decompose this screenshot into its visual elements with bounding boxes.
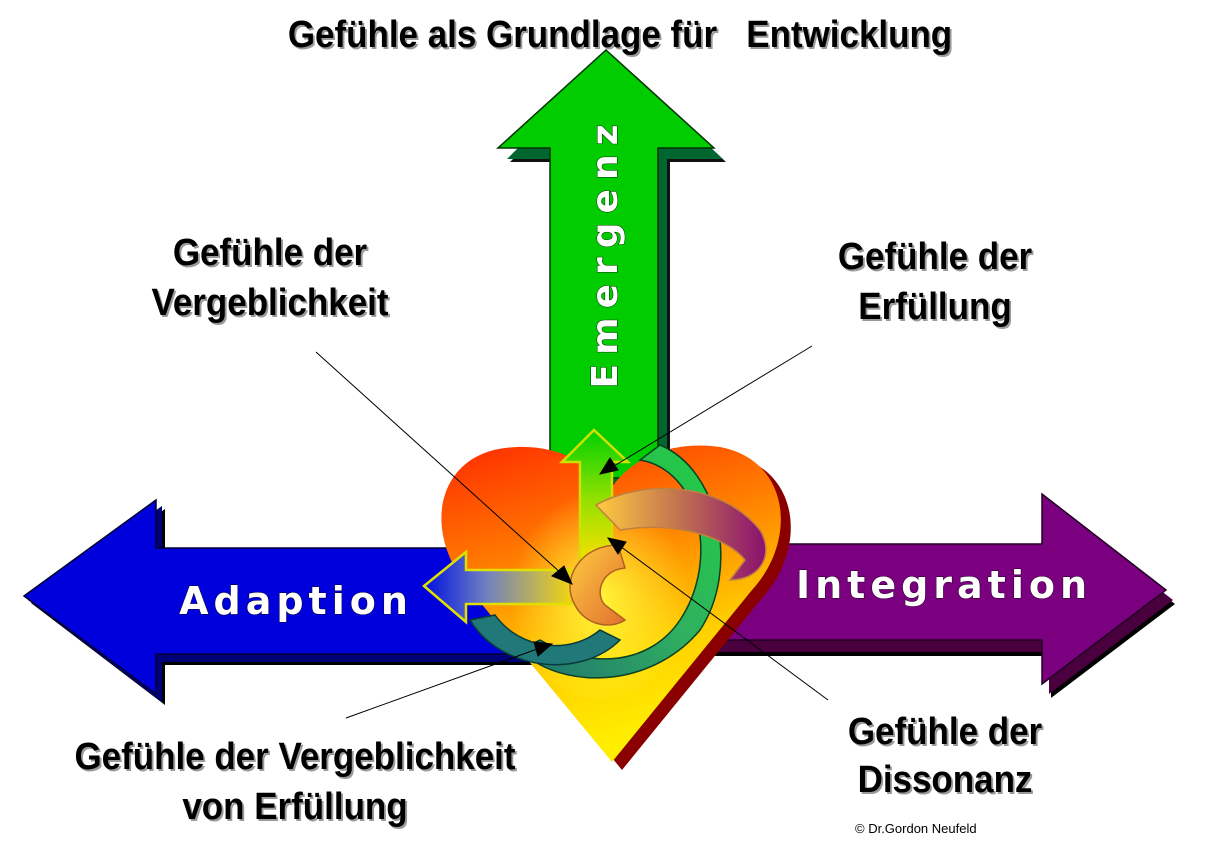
leader-lines: [315, 345, 829, 719]
label-fulfilment-line2: Erfüllung: [858, 286, 1012, 328]
heart-icon: [441, 445, 791, 770]
label-futility-line1: Gefühle der: [172, 232, 368, 274]
label-futility: Gefühle der Vergeblichkeit: [132, 228, 408, 328]
label-fulfilment-line1: Gefühle der: [837, 236, 1033, 278]
label-dissonance: Gefühle der Dissonanz: [812, 708, 1079, 804]
label-futility-of-fulfilment-line1: Gefühle der Vergeblichkeit: [74, 736, 516, 778]
label-fulfilment: Gefühle der Erfüllung: [802, 232, 1069, 332]
adaption-label: Adaption: [179, 579, 413, 623]
copyright-notice: © Dr.Gordon Neufeld: [855, 821, 977, 836]
integration-label: Integration: [796, 563, 1092, 607]
label-dissonance-line2: Dissonanz: [857, 759, 1033, 801]
emergence-label: Emergenz: [585, 115, 626, 388]
label-dissonance-line1: Gefühle der: [847, 711, 1043, 753]
label-futility-of-fulfilment-line2: von Erfüllung: [182, 786, 408, 828]
diagram-title: Gefühle als Grundlage für Entwicklung: [287, 14, 953, 56]
integration-arrow: Integration: [699, 492, 1175, 698]
label-futility-line2: Vergeblichkeit: [151, 282, 389, 324]
adaption-arrow: Adaption: [22, 498, 545, 705]
emergence-arrow: Emergenz: [496, 48, 726, 486]
label-futility-of-fulfilment: Gefühle der Vergeblichkeit von Erfüllung: [51, 732, 539, 832]
